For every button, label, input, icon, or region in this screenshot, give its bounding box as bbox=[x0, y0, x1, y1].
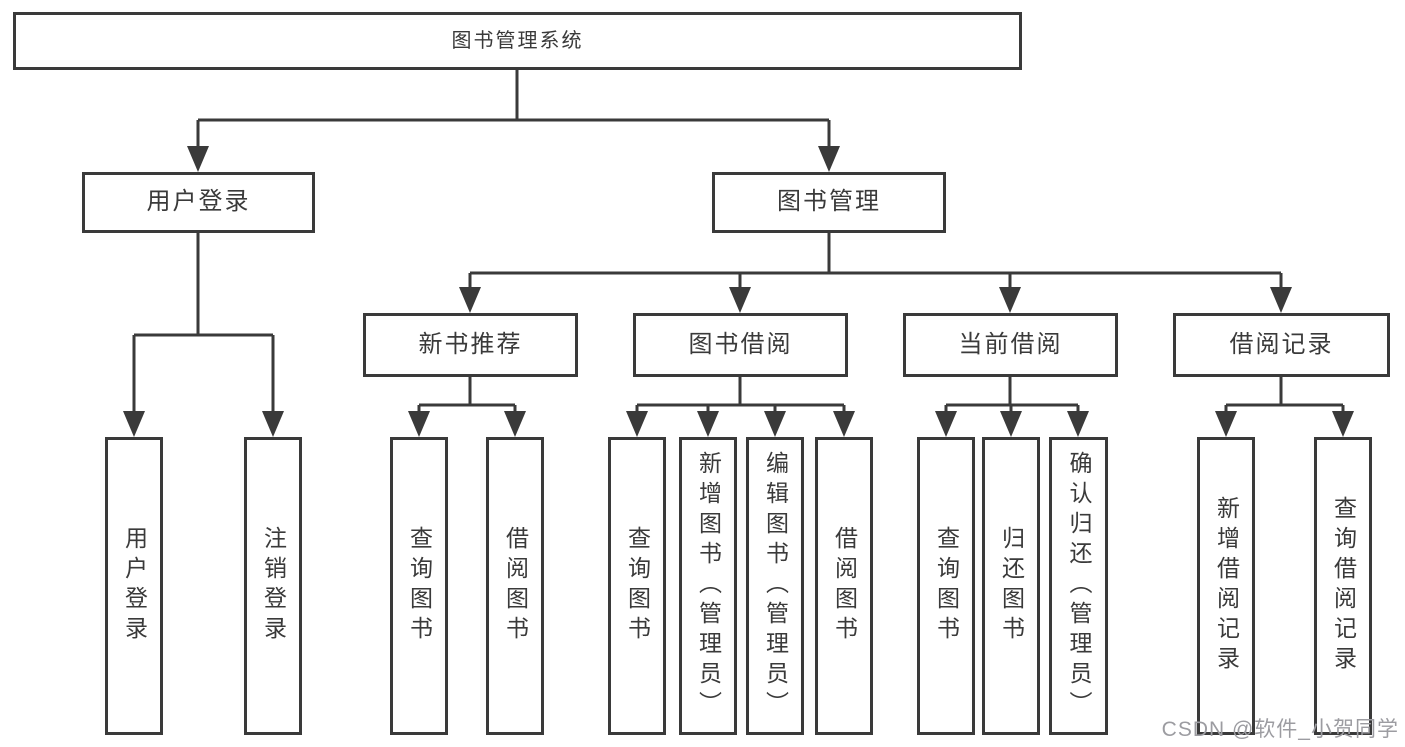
node-edit-books-admin: 编辑图书（管理员） bbox=[746, 437, 804, 735]
node-query-books-borrowing: 查询图书 bbox=[608, 437, 666, 735]
csdn-watermark: CSDN @软件_小贺同学 bbox=[1161, 718, 1399, 741]
node-add-books-admin: 新增图书（管理员） bbox=[679, 437, 737, 735]
node-borrow-books-recommend: 借阅图书 bbox=[486, 437, 544, 735]
arrowhead-icon bbox=[764, 411, 786, 437]
arrowhead-icon bbox=[999, 287, 1021, 313]
arrowhead-icon bbox=[833, 411, 855, 437]
connector-new-book-recommend-to-leaves bbox=[417, 377, 517, 415]
arrowhead-icon bbox=[729, 287, 751, 313]
arrowhead-icon bbox=[459, 287, 481, 313]
arrowhead-icon bbox=[626, 411, 648, 437]
node-add-borrow-record: 新增借阅记录 bbox=[1197, 437, 1255, 735]
arrowhead-icon bbox=[262, 411, 284, 437]
node-new-book-recommend: 新书推荐 bbox=[363, 313, 578, 377]
node-query-borrow-record: 查询借阅记录 bbox=[1314, 437, 1372, 735]
node-query-books-current: 查询图书 bbox=[917, 437, 975, 735]
connector-borrowing-records-to-leaves bbox=[1224, 377, 1345, 415]
connector-user-login-to-leaves bbox=[132, 233, 275, 415]
connector-book-borrowing-to-leaves bbox=[635, 377, 846, 415]
connector-root-to-level2 bbox=[196, 70, 831, 150]
arrowhead-icon bbox=[1215, 411, 1237, 437]
arrowhead-icon bbox=[504, 411, 526, 437]
arrowhead-icon bbox=[1000, 411, 1022, 437]
node-confirm-return-admin: 确认归还（管理员） bbox=[1049, 437, 1108, 735]
node-book-borrowing: 图书借阅 bbox=[633, 313, 848, 377]
node-current-borrowing: 当前借阅 bbox=[903, 313, 1118, 377]
arrowhead-icon bbox=[123, 411, 145, 437]
arrowhead-icon bbox=[1067, 411, 1089, 437]
node-library-management-system: 图书管理系统 bbox=[13, 12, 1022, 70]
node-user-login: 用户登录 bbox=[82, 172, 315, 233]
arrowhead-icon bbox=[1270, 287, 1292, 313]
connector-book-management-to-level3 bbox=[468, 233, 1283, 291]
node-book-management: 图书管理 bbox=[712, 172, 946, 233]
arrowhead-icon bbox=[935, 411, 957, 437]
arrowhead-icon bbox=[187, 146, 209, 172]
node-return-books: 归还图书 bbox=[982, 437, 1040, 735]
arrowhead-icon bbox=[408, 411, 430, 437]
node-logout-leaf: 注销登录 bbox=[244, 437, 302, 735]
arrowhead-icon bbox=[1332, 411, 1354, 437]
node-borrowing-records: 借阅记录 bbox=[1173, 313, 1390, 377]
node-query-books-recommend: 查询图书 bbox=[390, 437, 448, 735]
connector-current-borrowing-to-leaves bbox=[944, 377, 1080, 415]
node-user-login-leaf: 用户登录 bbox=[105, 437, 163, 735]
arrowhead-icon bbox=[818, 146, 840, 172]
node-borrow-books: 借阅图书 bbox=[815, 437, 873, 735]
arrowhead-icon bbox=[697, 411, 719, 437]
